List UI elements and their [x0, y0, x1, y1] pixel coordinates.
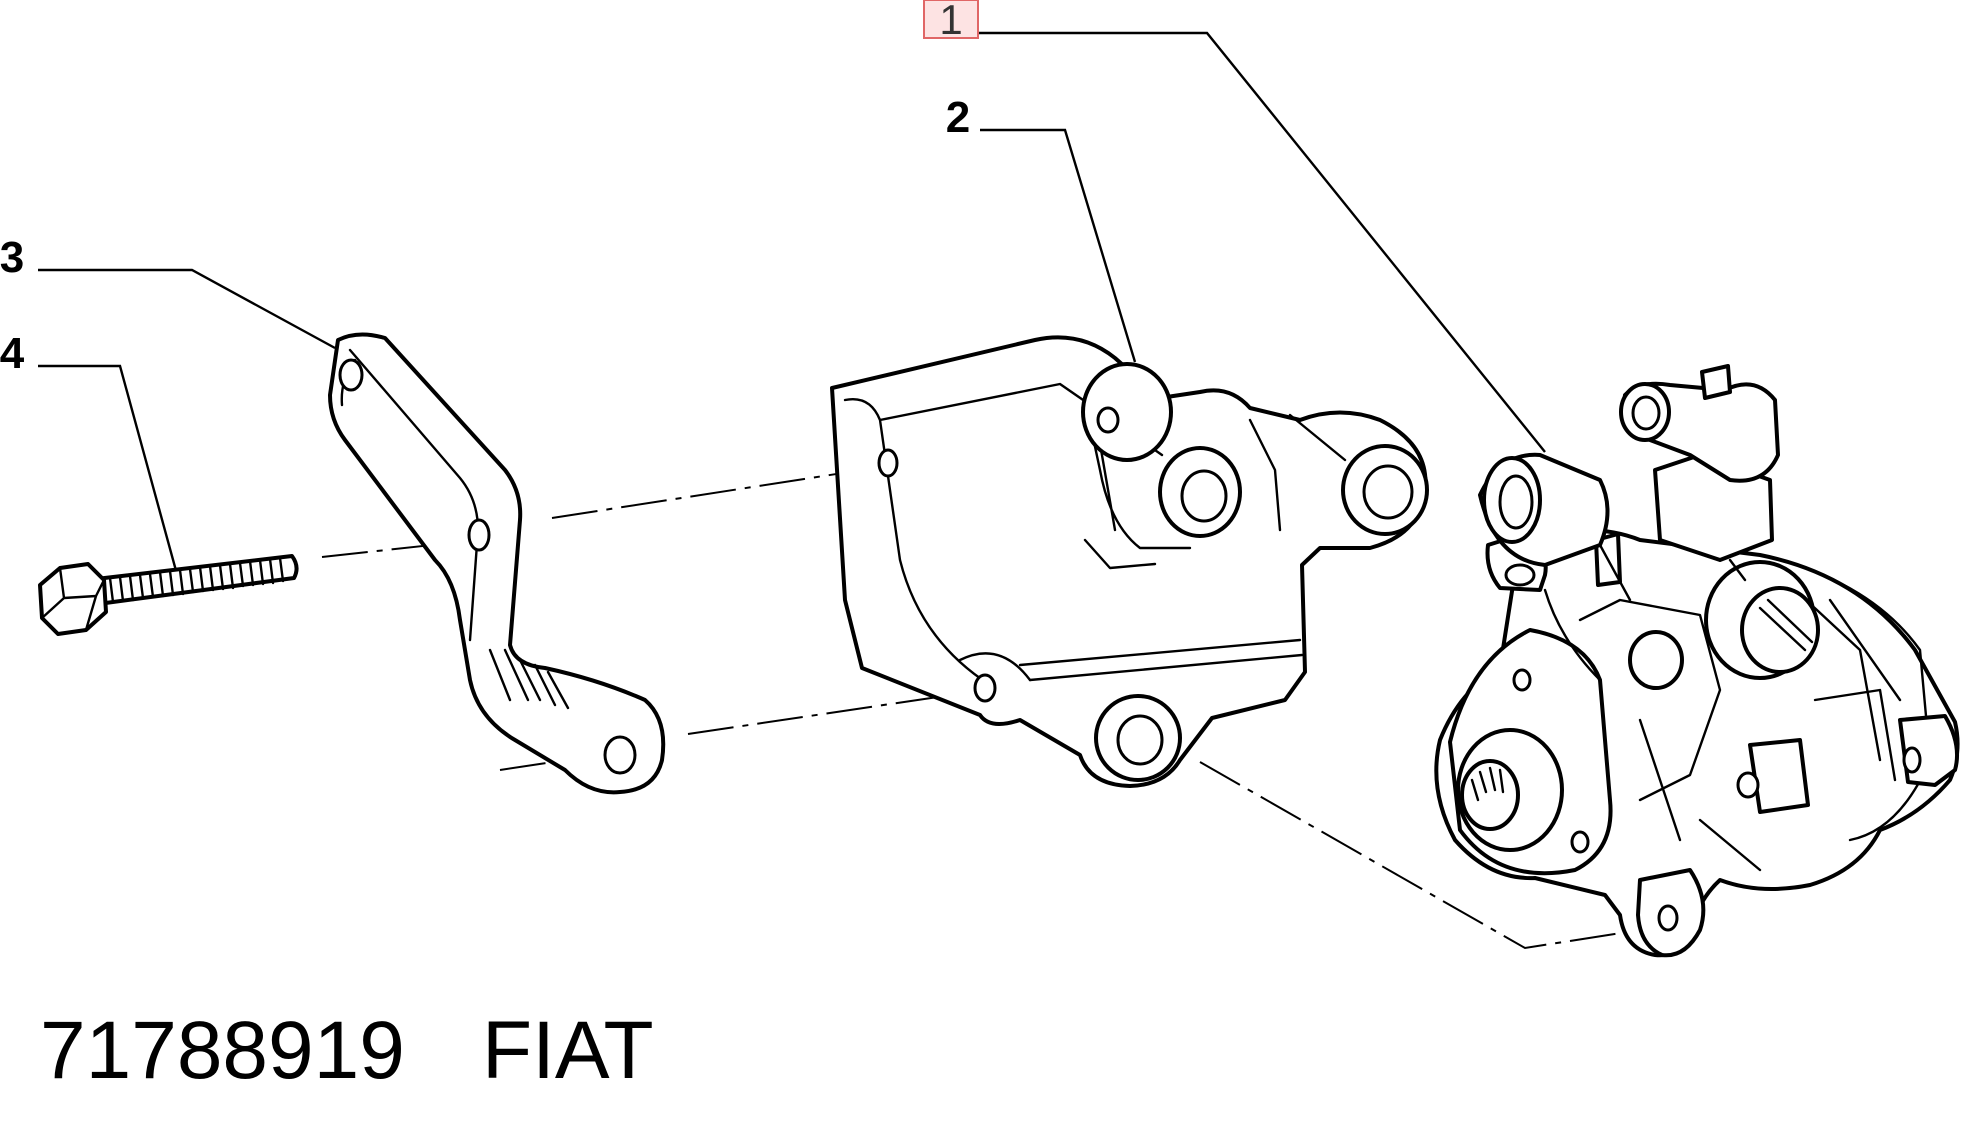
- leader-line-3: [38, 268, 336, 350]
- bracket-hole-top: [338, 358, 364, 392]
- axis-mount-to-pump: [1199, 761, 1641, 950]
- pump-lug-right-hole: [1736, 771, 1760, 799]
- callout-3[interactable]: 3: [0, 233, 24, 282]
- pump-drive-shaft: [1460, 759, 1520, 831]
- pump-ear-left-hole: [1504, 563, 1536, 587]
- pump-flange-hole-bottom: [1570, 830, 1590, 854]
- pump-vent-nipple: [1700, 364, 1732, 400]
- bolt-shank: [94, 554, 299, 606]
- bracket-hole-bottom: [603, 735, 637, 775]
- pump-side-boss: [1628, 630, 1684, 690]
- pump-outlet-screw-slot: [1758, 598, 1814, 652]
- pump-flange-hole-top: [1512, 668, 1532, 692]
- pump-lug-right: [1748, 738, 1810, 814]
- leader-line-4: [38, 364, 180, 579]
- mount-boss-top-hole: [1096, 406, 1120, 434]
- leader-line-1: [978, 31, 1546, 453]
- callout-1[interactable]: 1: [939, 0, 962, 43]
- part-caption: 71788919 FIAT: [40, 1005, 654, 1096]
- mount-hole-upper-left: [877, 448, 899, 478]
- leader-line-2: [980, 128, 1137, 363]
- part-1-power-steering-pump: [1434, 364, 1960, 958]
- pump-ear-bottom-hole: [1657, 904, 1679, 932]
- pump-elbow-port-bore: [1631, 395, 1661, 431]
- bolt-thread: [108, 556, 285, 604]
- callout-1-highlight-box: [923, 0, 979, 39]
- callout-labels: 1 2 3 4: [0, 0, 979, 378]
- bracket-hole-middle: [467, 518, 491, 552]
- part-3-bracket-plate: [328, 332, 666, 795]
- part-2-mounting-bracket: [830, 335, 1429, 788]
- mount-boss-center-hole: [1180, 469, 1228, 523]
- bracket-plate-outline: [328, 332, 666, 795]
- leader-lines: [38, 31, 1546, 579]
- mount-boss-bottom-hole: [1116, 714, 1164, 766]
- part-number: 71788919: [40, 1005, 405, 1096]
- part-4-bolt: [38, 554, 299, 636]
- axis-bracket-to-mount-upper: [551, 465, 889, 519]
- mount-boss-top: [1081, 362, 1173, 462]
- mount-boss-right-hole: [1362, 464, 1414, 520]
- callout-4[interactable]: 4: [0, 329, 25, 378]
- pump-ear-right-hole: [1902, 746, 1922, 774]
- callout-2[interactable]: 2: [946, 93, 970, 142]
- pump-outlet-nut: [1740, 586, 1820, 674]
- pump-inlet-bore: [1498, 474, 1534, 530]
- mount-hole-lower-left: [973, 673, 997, 703]
- brand-name: FIAT: [482, 1005, 654, 1096]
